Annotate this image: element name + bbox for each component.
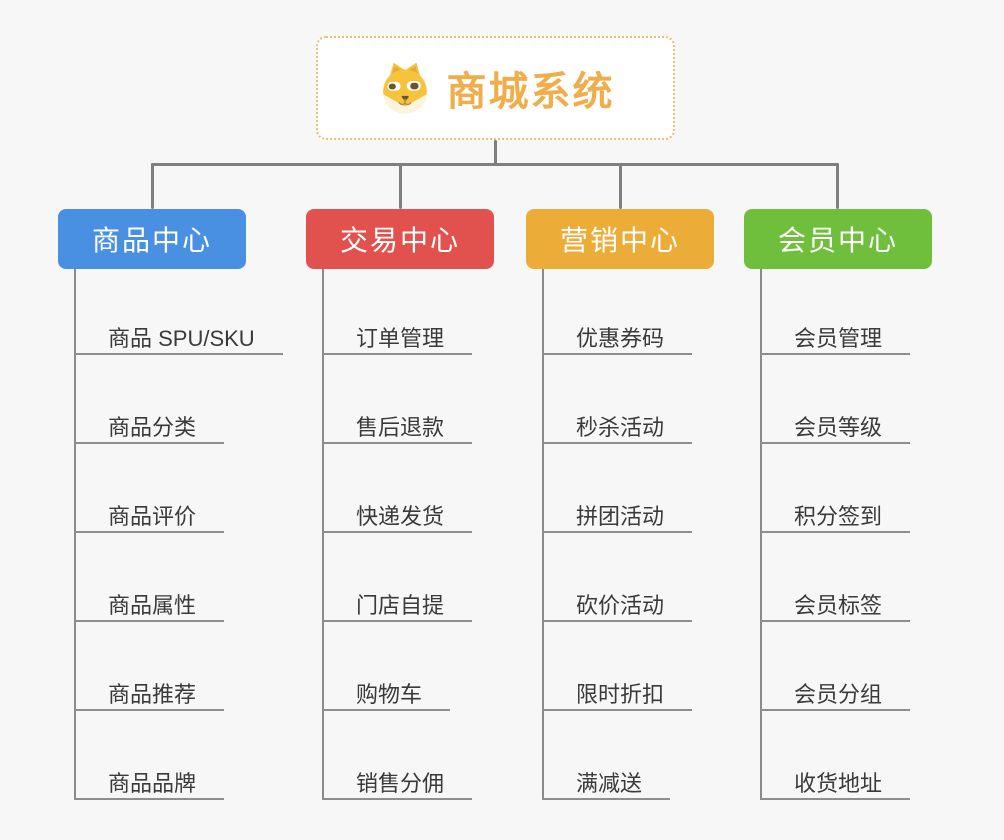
connector-drop-4: [836, 163, 839, 209]
root-title: 商城系统: [446, 70, 615, 114]
connector-horizontal: [151, 163, 839, 166]
leaf-node[interactable]: 会员分组: [760, 681, 911, 711]
leaf-node[interactable]: 积分签到: [760, 503, 911, 533]
branch-node-product-center[interactable]: 商品中心: [58, 209, 246, 269]
leaf-node[interactable]: 门店自提: [322, 592, 473, 622]
leaf-node[interactable]: 订单管理: [322, 325, 473, 355]
leaf-node[interactable]: 购物车: [322, 681, 451, 711]
leaf-node[interactable]: 商品评价: [74, 503, 225, 533]
root-node[interactable]: 商城系统: [316, 36, 675, 140]
leaf-node[interactable]: 收货地址: [760, 770, 911, 800]
leaf-node[interactable]: 砍价活动: [542, 592, 693, 622]
leaf-node[interactable]: 限时折扣: [542, 681, 693, 711]
leaf-node[interactable]: 会员标签: [760, 592, 911, 622]
leaf-node[interactable]: 满减送: [542, 770, 671, 800]
leaf-node[interactable]: 商品 SPU/SKU: [74, 325, 283, 355]
leaf-node[interactable]: 销售分佣: [322, 770, 473, 800]
connector-drop-2: [399, 163, 402, 209]
connector-drop-3: [619, 163, 622, 209]
leaf-node[interactable]: 拼团活动: [542, 503, 693, 533]
leaf-node[interactable]: 商品属性: [74, 592, 225, 622]
branch-trunk-line: [74, 269, 76, 800]
branch-node-trade-center[interactable]: 交易中心: [306, 209, 494, 269]
leaf-node[interactable]: 商品品牌: [74, 770, 225, 800]
connector-root-stub: [494, 140, 497, 166]
branch-trunk-line: [542, 269, 544, 800]
leaf-node[interactable]: 售后退款: [322, 414, 473, 444]
branch-trunk-line: [322, 269, 324, 800]
branch-node-marketing-center[interactable]: 营销中心: [526, 209, 714, 269]
leaf-node[interactable]: 优惠券码: [542, 325, 693, 355]
leaf-node[interactable]: 商品分类: [74, 414, 225, 444]
branch-node-member-center[interactable]: 会员中心: [744, 209, 932, 269]
leaf-node[interactable]: 快递发货: [322, 503, 473, 533]
branch-trunk-line: [760, 269, 762, 800]
leaf-node[interactable]: 会员等级: [760, 414, 911, 444]
connector-drop-1: [151, 163, 154, 209]
leaf-node[interactable]: 商品推荐: [74, 681, 225, 711]
leaf-node[interactable]: 秒杀活动: [542, 414, 693, 444]
dog-face-icon: [377, 60, 433, 116]
leaf-node[interactable]: 会员管理: [760, 325, 911, 355]
